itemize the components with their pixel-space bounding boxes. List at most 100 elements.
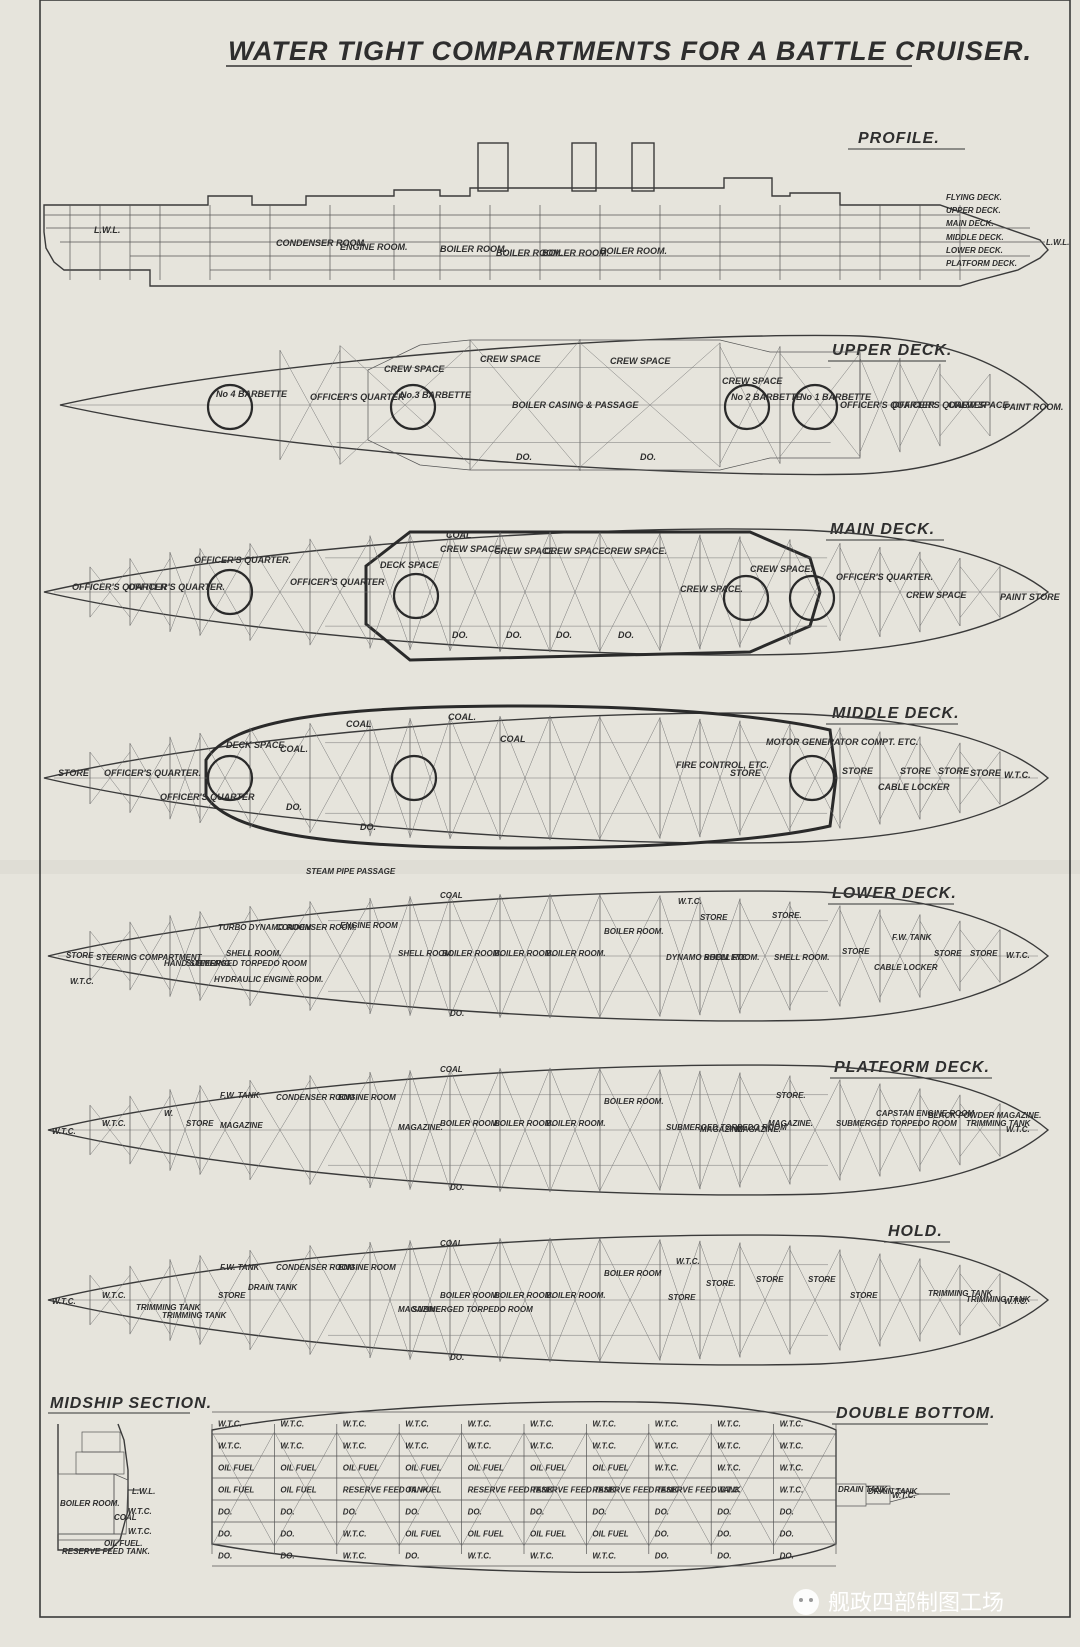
bulkhead-line (959, 751, 1001, 805)
platform-deck-plan: W.T.C. W.T.C. W. STORE F.W. TANK MAGAZIN… (47, 1064, 1050, 1196)
bulkhead-line (449, 895, 501, 1017)
platform-room-label: BLACK POWDER MAGAZINE. (928, 1111, 1041, 1120)
double-bottom-cell-label: DO. (468, 1507, 482, 1516)
middle-room-label: CABLE LOCKER (878, 782, 950, 792)
watermark-text: 舰政四部制图工场 (828, 1591, 1004, 1616)
hold-room-label: STORE (808, 1275, 836, 1284)
platform-room-label: F.W. TANK (220, 1091, 260, 1100)
upper-room-label: BOILER CASING & PASSAGE (512, 400, 639, 410)
bulkhead-line (879, 1258, 921, 1342)
lower-room-label: HYDRAULIC ENGINE ROOM. (214, 975, 323, 984)
midship-label: OIL FUEL. (104, 1539, 143, 1548)
double-bottom-cell-label: W.T.C. (717, 1485, 741, 1494)
bulkhead-line (919, 1094, 961, 1166)
hold-room-label: TRIMMING TANK (162, 1311, 228, 1320)
double-bottom-cell-label: OIL FUEL (468, 1463, 504, 1472)
double-bottom-cell-label: W.T.C. (218, 1441, 242, 1450)
double-bottom-cell-label: W.T.C. (717, 1419, 741, 1428)
double-bottom-cell-label: RESERVE FEED TANK (468, 1485, 555, 1494)
double-bottom-cell-label: W.T.C. (780, 1419, 804, 1428)
double-bottom-cell-label: W.T.C. (655, 1441, 679, 1450)
middle-room-label: FIRE CONTROL, ETC. (676, 760, 769, 770)
double-bottom-cell-label: W.T.C. (780, 1485, 804, 1494)
double-bottom-cell-label: DO. (405, 1551, 419, 1560)
hold-room-label: TRIMMING TANK (136, 1303, 202, 1312)
lower-room-label: BOILER ROOM. (604, 927, 664, 936)
bulkhead-line (879, 914, 921, 998)
hold-room-label: DRAIN TANK (248, 1283, 298, 1292)
platform-room-label: W.T.C. (1006, 1125, 1030, 1134)
midship-label: L.W.L. (132, 1487, 155, 1496)
lower-room-label: BOILER ROOM. (442, 949, 502, 958)
platform-room-label: TRIMMING TANK (966, 1119, 1032, 1128)
bulkhead-line (959, 566, 1001, 618)
lower-room-label: CABLE LOCKER (874, 963, 938, 972)
double-bottom-cell-label: W.T.C. (655, 1419, 679, 1428)
midship-section: L.W.L. BOILER ROOM. COAL W.T.C. W.T.C. O… (57, 1423, 155, 1556)
double-bottom-cell-label: DO. (717, 1551, 731, 1560)
bulkhead-line (699, 1072, 741, 1188)
bulkhead-line (274, 1431, 338, 1547)
section-title-lower-deck: LOWER DECK. (832, 885, 957, 902)
bulkhead-line (169, 1089, 201, 1171)
double-bottom-cell-label: OIL FUEL (405, 1463, 441, 1472)
bulkhead-line (169, 736, 201, 820)
double-bottom-cell-label: DO. (655, 1529, 669, 1538)
main-room-label: CREW SPACE (544, 546, 605, 556)
bulkhead-line (129, 743, 171, 813)
profile-deck-label: PLATFORM DECK. (946, 259, 1017, 268)
middle-room-label: STORE (970, 768, 1002, 778)
bulkhead-line (199, 911, 251, 1001)
bulkhead-line (839, 1083, 881, 1177)
main-room-label: COAL (446, 530, 472, 540)
double-bottom-cell-label: W.T.C. (530, 1419, 554, 1428)
double-aft-label: DRAIN TANK (838, 1485, 888, 1494)
bulkhead-line (879, 736, 921, 820)
bulkhead-line (549, 716, 601, 840)
double-bottom-cell-label: W.T.C. (405, 1419, 429, 1428)
bulkhead-line (739, 901, 791, 1011)
middle-room-label: MOTOR GENERATOR COMPT. ETC. (766, 737, 918, 747)
bulkhead-line (549, 1238, 601, 1362)
lower-room-label: DO. (450, 1009, 464, 1018)
bulkhead-line (279, 349, 341, 461)
hold-room-label: STORE (850, 1291, 878, 1300)
hold-room-label: SUBMERGED TORPEDO ROOM (412, 1305, 533, 1314)
lower-room-label: SUBMERGED TORPEDO ROOM (186, 959, 307, 968)
lower-room-label: BOILER ROOM. (494, 949, 554, 958)
profile-room-label: CONDENSER ROOM. (276, 238, 367, 248)
lower-room-label: STEERING COMPARTMENT (96, 953, 203, 962)
main-room-label: CREW SPACE. (750, 564, 813, 574)
bulkhead-line (549, 532, 601, 652)
double-bottom-cell-label: RESERVE FEED TANK (343, 1485, 430, 1494)
platform-room-label: SUBMERGED TORPEDO ROOM (836, 1119, 957, 1128)
bulkhead-line (89, 1274, 131, 1326)
midship-label: BOILER ROOM. (60, 1499, 120, 1508)
double-bottom-cell-label: W.T.C. (343, 1551, 367, 1560)
lower-room-label: STEAM PIPE PASSAGE (306, 867, 396, 876)
lower-room-label: W.T.C. (1006, 951, 1030, 960)
hold-room-label: COAL (440, 1239, 463, 1248)
bulkhead-line (89, 1104, 131, 1156)
section-title-platform-deck: PLATFORM DECK. (834, 1059, 990, 1076)
bulkhead-line (879, 551, 921, 633)
platform-room-label: BOILER ROOM. (494, 1119, 554, 1128)
bulkhead-line (169, 552, 201, 632)
profile-lwl-label: L.W.L. (94, 225, 120, 235)
bulkhead-line (710, 1431, 774, 1547)
middle-room-label: DECK SPACE (226, 740, 285, 750)
section-title-main-deck: MAIN DECK. (830, 521, 935, 538)
profile-deck-label: MIDDLE DECK. (946, 233, 1004, 242)
lower-deck-plan: STEAM PIPE PASSAGE STORE STEERING COMPAR… (47, 867, 1050, 1022)
lower-room-label: SHELL ROOM. (774, 953, 829, 962)
middle-room-label: STORE (938, 766, 970, 776)
upper-room-label: PAINT ROOM. (1004, 402, 1063, 412)
upper-room-label: OFFICER'S QUARTER (310, 392, 405, 402)
double-bottom-cell-label: OIL FUEL (405, 1529, 441, 1538)
bulkhead-line (499, 532, 551, 652)
hold-room-label: STORE (668, 1293, 696, 1302)
double-bottom-cell-label: W.T.C. (717, 1463, 741, 1472)
double-bottom-cell-label: W.T.C. (655, 1463, 679, 1472)
upper-deck-plan: No 4 BARBETTE OFFICER'S QUARTER CREW SPA… (59, 334, 1063, 476)
